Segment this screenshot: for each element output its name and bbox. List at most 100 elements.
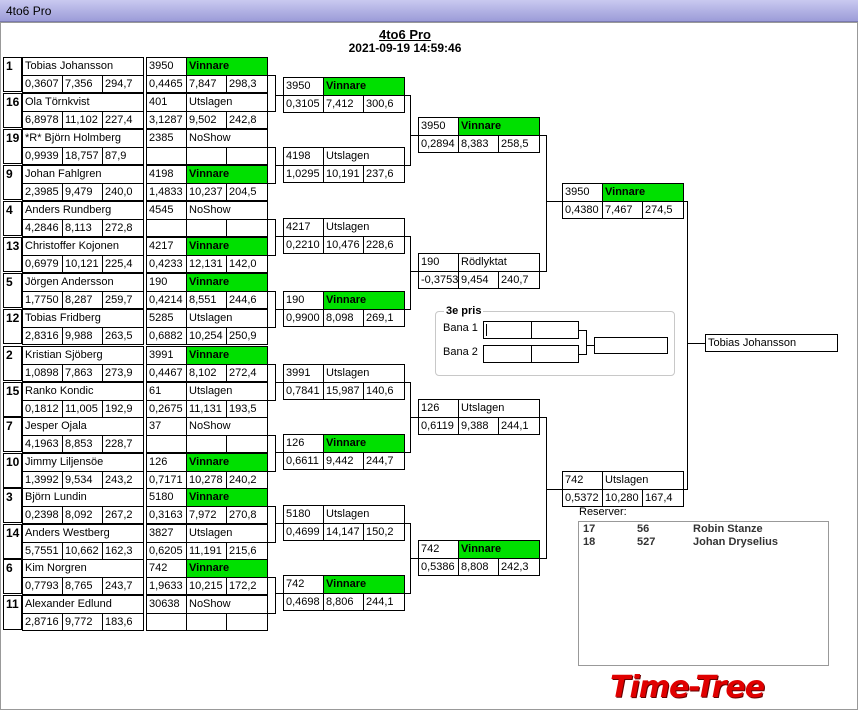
third-prize-lane1-field[interactable]: [483, 321, 579, 339]
bracket-line: [540, 558, 547, 559]
et-time: 11,131: [189, 403, 222, 415]
cell-divider: [602, 489, 603, 506]
et-time: [187, 436, 227, 453]
status-label: Utslagen: [605, 474, 649, 486]
third-prize-result-field[interactable]: [594, 337, 668, 354]
reserves-label: Reserver:: [579, 506, 627, 518]
third-prize-lane2-field[interactable]: [483, 345, 579, 363]
reserves-list[interactable]: 17 56 Robin Stanze 18 527 Johan Dryseliu…: [578, 521, 829, 666]
third-prize-title: 3e pris: [444, 305, 484, 317]
reaction-time: [147, 614, 187, 631]
seed-number: 2: [3, 346, 22, 381]
speed: 244,1: [501, 420, 529, 432]
bracket-line: [268, 255, 276, 256]
cell-divider: [226, 147, 227, 164]
row-divider: [419, 271, 539, 272]
cell-divider: [323, 435, 324, 452]
cell-divider: [226, 111, 227, 128]
row-divider: [147, 506, 267, 507]
dial-value: 3950: [286, 80, 311, 92]
cell-divider: [102, 147, 103, 164]
bracket-line: [268, 364, 276, 365]
driver-name: Tobias Johansson: [25, 60, 114, 72]
speed: 269,1: [366, 312, 394, 324]
row-divider: [147, 75, 267, 76]
reaction-time: [147, 436, 187, 453]
reaction-time: 0,9900: [286, 312, 320, 324]
reaction-time: 4,1963: [25, 438, 59, 450]
row-divider: [147, 327, 267, 328]
status-label: Vinnare: [187, 454, 267, 471]
et-time: 14,147: [326, 526, 360, 538]
reserve-pos: 18: [583, 536, 596, 548]
driver-name: Björn Lundin: [25, 491, 87, 503]
et-time: 7,847: [189, 78, 217, 90]
cell-divider: [186, 347, 187, 364]
row-divider: [284, 593, 404, 594]
final-winner-field[interactable]: Tobias Johansson: [705, 334, 838, 352]
bracket-line: [268, 327, 276, 328]
row-divider: [147, 400, 267, 401]
et-time: 7,412: [326, 98, 354, 110]
row-divider: [23, 542, 143, 543]
cell-divider: [642, 201, 643, 218]
seed-number: 11: [3, 595, 22, 630]
final-winner-name: Tobias Johansson: [708, 337, 797, 349]
speed: 242,3: [501, 561, 529, 573]
seed-number: 12: [3, 309, 22, 344]
bracket-line: [586, 330, 587, 355]
seed-number: 6: [3, 559, 22, 594]
status-label: Vinnare: [187, 58, 267, 75]
seed-number: 3: [3, 488, 22, 523]
bracket-line: [405, 382, 411, 383]
reaction-time: 0,6205: [149, 545, 183, 557]
cell-divider: [102, 577, 103, 594]
